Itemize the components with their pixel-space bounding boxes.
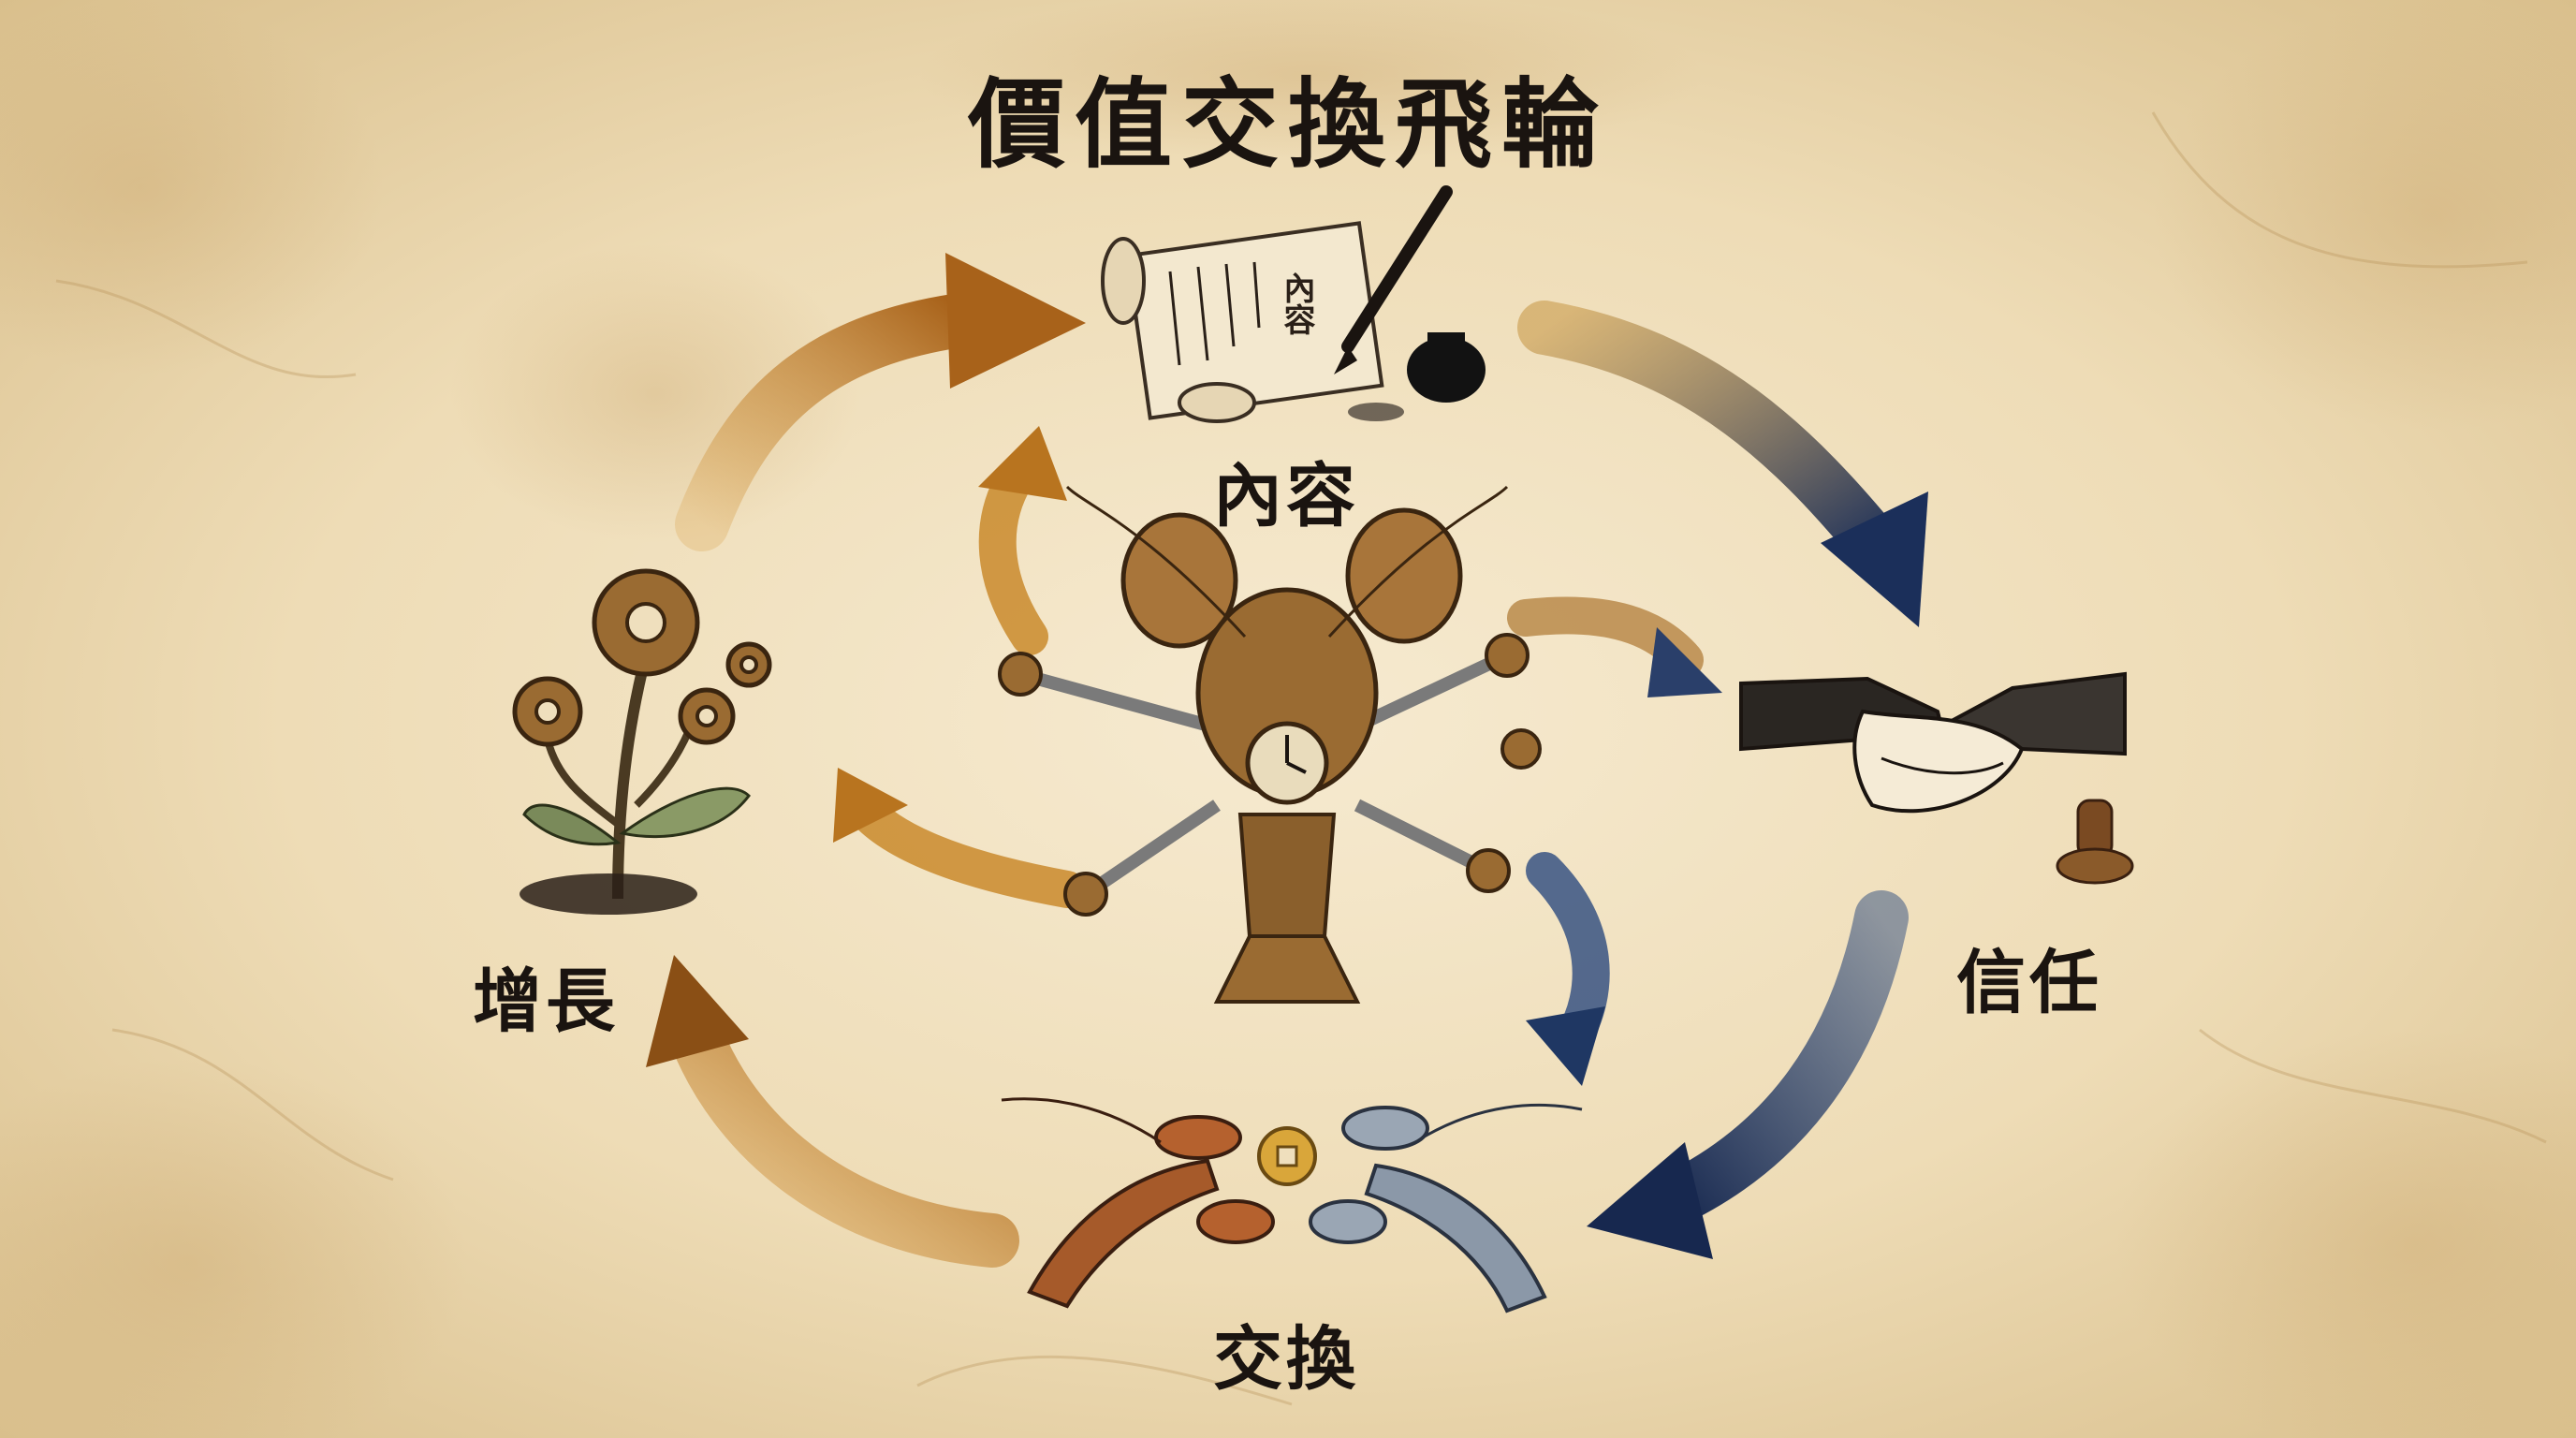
lobster-brown <box>1001 1097 1275 1309</box>
lobster-grey <box>1309 1103 1583 1313</box>
mechanical-lobster-icon <box>998 485 1542 1004</box>
scroll-brush-ink-icon: 內容 <box>1101 185 1486 423</box>
arrow-growth-to-content <box>675 253 1086 551</box>
inner-arrow-to-growth <box>833 768 1086 908</box>
handshake-seal-icon <box>1739 671 2134 885</box>
node-label-growth: 增長 <box>473 961 619 1042</box>
arrow-trust-to-exchange <box>1587 890 1909 1259</box>
inner-arrow-to-content <box>978 426 1067 655</box>
inner-arrow-to-trust <box>1507 596 1722 697</box>
arrow-content-to-trust <box>1517 301 1928 627</box>
scroll-text: 內容 <box>1278 271 1315 335</box>
gear-plant-icon <box>512 568 772 915</box>
arrow-exchange-to-growth <box>646 955 1019 1268</box>
node-label-trust: 信任 <box>1956 943 2102 1023</box>
diagram-title: 價值交換飛輪 <box>967 66 1608 182</box>
node-label-exchange: 交換 <box>1213 1319 1359 1400</box>
lobsters-coin-icon <box>1001 1097 1583 1313</box>
inner-arrow-to-exchange <box>1526 852 1610 1086</box>
node-label-content: 內容 <box>1213 456 1359 536</box>
